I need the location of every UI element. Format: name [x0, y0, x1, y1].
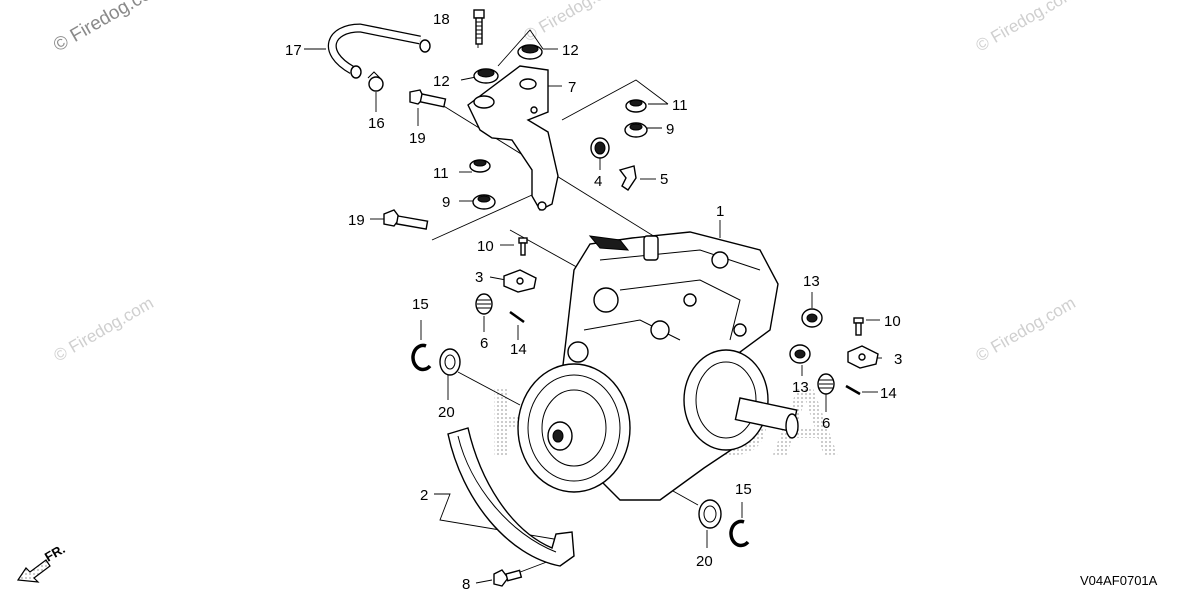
callout-13b: 13 — [792, 379, 809, 396]
callout-3a: 3 — [475, 269, 483, 286]
callout-9b: 9 — [666, 121, 674, 138]
hose-clip-16 — [367, 71, 384, 92]
plate-3a — [503, 269, 537, 293]
callout-12b: 12 — [433, 73, 450, 90]
clip-5 — [618, 165, 637, 191]
callout-19b: 19 — [348, 212, 365, 229]
circlip-15b — [729, 519, 750, 548]
transmission-assembly-1 — [517, 231, 799, 501]
callout-9a: 9 — [442, 194, 450, 211]
hose-17 — [327, 23, 431, 79]
callout-14a: 14 — [510, 341, 527, 358]
callout-20a: 20 — [438, 404, 455, 421]
callout-11b: 11 — [672, 97, 688, 114]
collar-11a — [469, 159, 491, 173]
nut-13b — [789, 344, 811, 364]
callout-10a: 10 — [477, 238, 494, 255]
spring-6b — [817, 373, 835, 395]
bolt-19a — [409, 89, 447, 108]
pin-14b — [845, 384, 861, 396]
callout-12a: 12 — [562, 42, 579, 59]
callout-8: 8 — [462, 576, 470, 593]
callout-11a: 11 — [433, 165, 449, 182]
watermark-bottom-left: © Firedog.com — [51, 293, 157, 365]
watermark-bottom-right: © Firedog.com — [973, 293, 1079, 365]
washer-20a — [439, 348, 461, 376]
nut-9a — [472, 194, 496, 210]
pin-14a — [509, 310, 525, 324]
nut-13a — [801, 308, 823, 328]
grommet-12b — [473, 68, 499, 84]
callout-7: 7 — [568, 79, 576, 96]
spring-6a — [475, 293, 493, 315]
bolt-10b — [853, 317, 864, 336]
collar-11b — [625, 99, 647, 113]
front-direction-indicator: FR. — [16, 541, 68, 583]
bolt-10a — [518, 237, 528, 256]
callout-2: 2 — [420, 487, 428, 504]
bracket-7 — [467, 65, 559, 211]
callout-15b: 15 — [735, 481, 752, 498]
nut-9b — [624, 122, 648, 138]
callout-18: 18 — [433, 11, 450, 28]
callout-14b: 14 — [880, 385, 897, 402]
grommet-4 — [590, 137, 610, 159]
callout-20b: 20 — [696, 553, 713, 570]
callout-16: 16 — [368, 115, 385, 132]
callout-6b: 6 — [822, 415, 830, 432]
callout-19a: 19 — [409, 130, 426, 147]
callout-15a: 15 — [412, 296, 429, 313]
grommet-12a — [517, 44, 543, 60]
bolt-18 — [473, 9, 485, 45]
bolt-19b — [383, 209, 429, 230]
callout-labels: 17 18 12 12 7 16 19 11 9 4 5 11 9 19 1 1… — [285, 11, 902, 593]
plate-3b — [847, 345, 879, 369]
callout-5: 5 — [660, 171, 668, 188]
watermark-top-left: © Firedog.com — [50, 0, 169, 56]
callout-1: 1 — [716, 203, 724, 220]
callout-13a: 13 — [803, 273, 820, 290]
watermark-top-right: © Firedog.com — [973, 0, 1079, 55]
washer-20b — [698, 499, 722, 529]
callout-4: 4 — [594, 173, 602, 190]
callout-17: 17 — [285, 42, 302, 59]
callout-10b: 10 — [884, 313, 901, 330]
belt-guard-2 — [447, 427, 575, 567]
bolt-8 — [493, 569, 523, 587]
diagram-code: V04AF0701A — [1080, 573, 1158, 588]
callout-3b: 3 — [894, 351, 902, 368]
circlip-15a — [411, 343, 432, 372]
callout-6a: 6 — [480, 335, 488, 352]
